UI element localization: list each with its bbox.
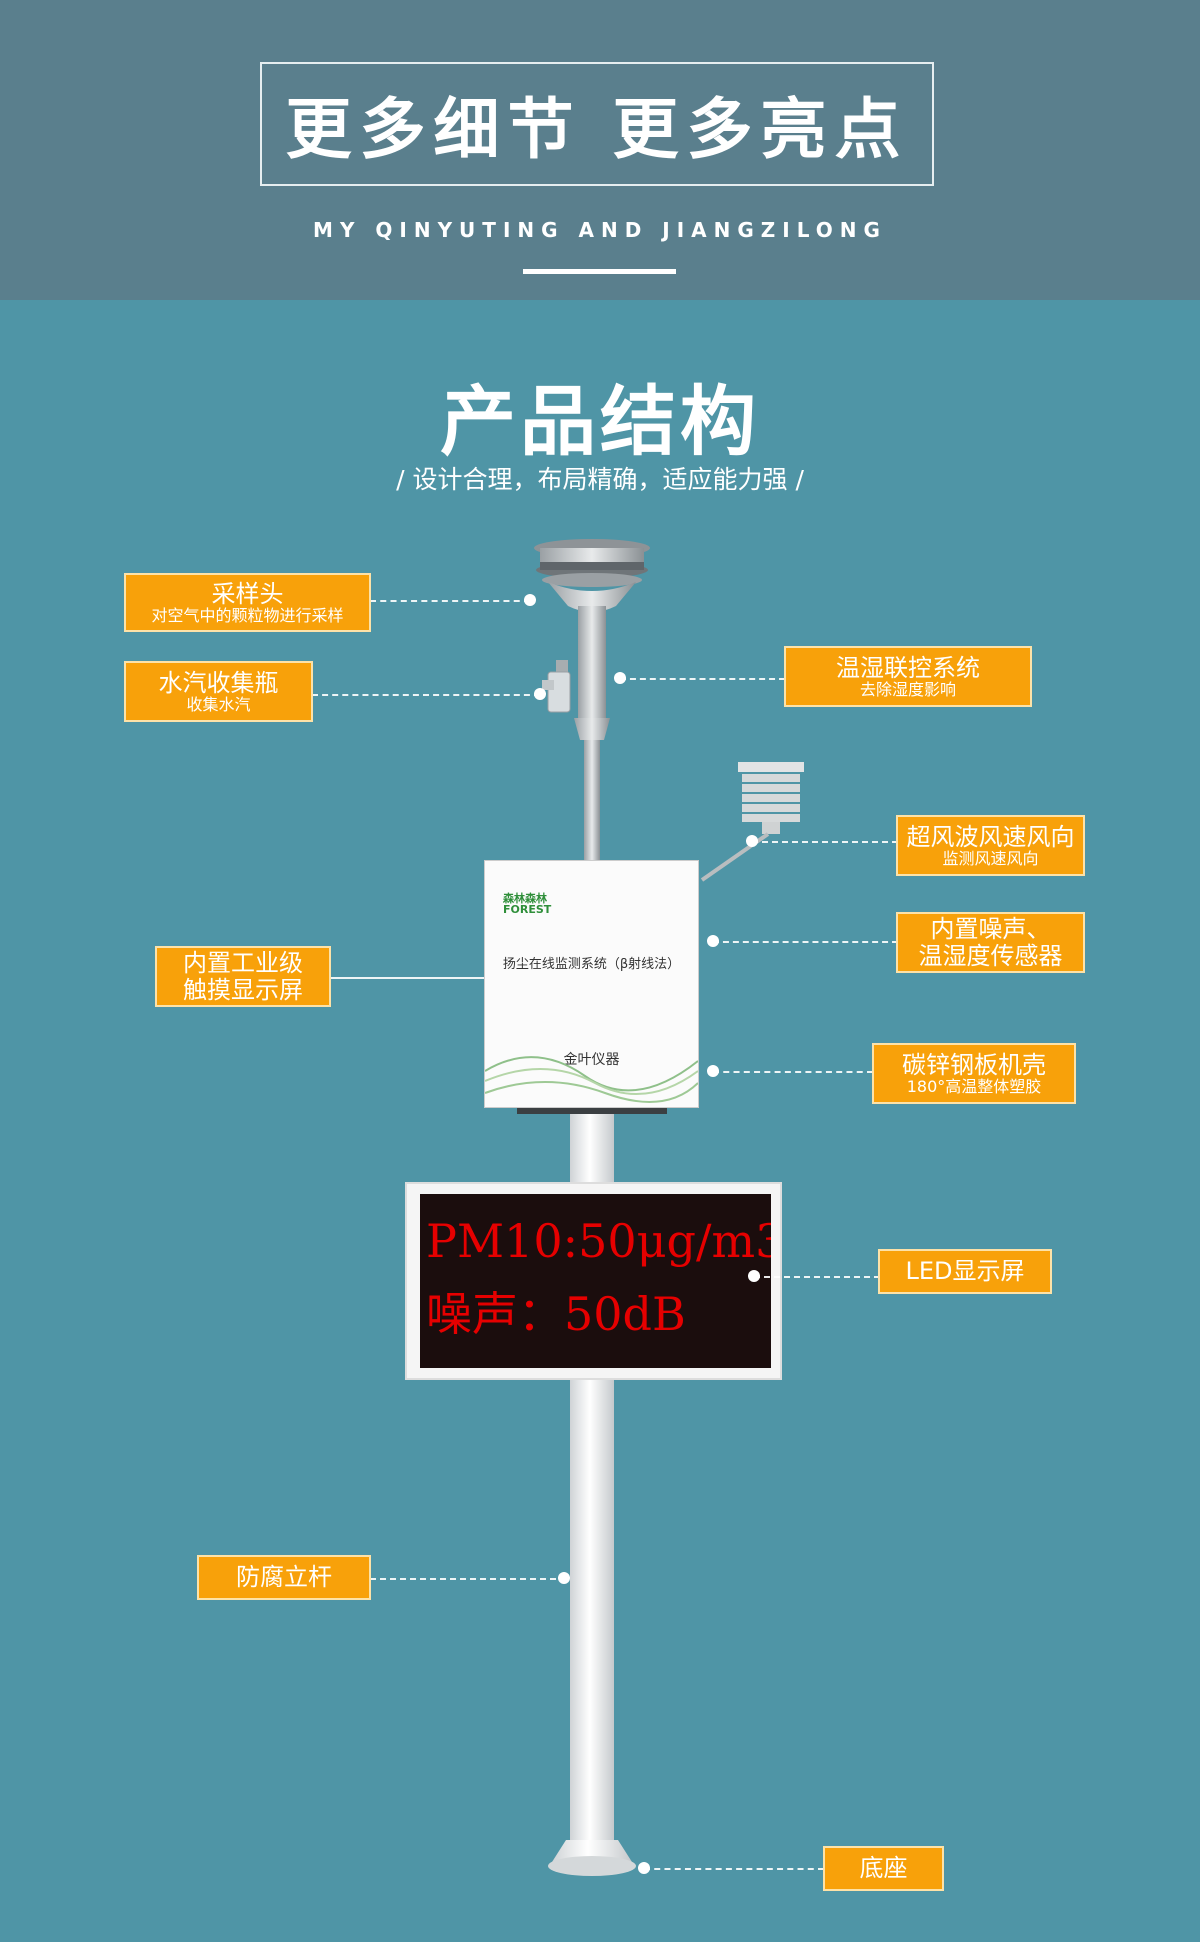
label-humidity-control: 温湿联控系统 去除湿度影响 — [784, 646, 1032, 707]
label-touch-screen-desc: 触摸显示屏 — [183, 975, 303, 1004]
leader-touch — [330, 977, 484, 979]
label-led-screen-title: LED显示屏 — [905, 1257, 1025, 1286]
dot-case — [707, 1065, 719, 1077]
leader-base — [644, 1868, 824, 1870]
label-ultrasonic-wind-desc: 监测风速风向 — [942, 848, 1039, 868]
label-water-bottle-title: 水汽收集瓶 — [158, 668, 279, 697]
label-ultrasonic-wind-title: 超风波风速风向 — [906, 822, 1075, 851]
label-water-bottle: 水汽收集瓶 收集水汽 — [124, 661, 313, 722]
led-panel: PM10:50μg/m3 噪声：50dB — [420, 1194, 771, 1368]
header-banner: 更多细节 更多亮点 MY QINYUTING AND JIANGZILONG — [0, 0, 1200, 300]
label-humidity-control-desc: 去除湿度影响 — [859, 679, 956, 699]
logo-cn: 森林森林 — [503, 892, 547, 905]
leader-noise — [713, 941, 898, 943]
dot-sampling — [524, 594, 536, 606]
label-noise-sensor-desc: 温湿度传感器 — [918, 941, 1063, 970]
sampling-pipe — [578, 606, 606, 718]
header-subtitle: MY QINYUTING AND JIANGZILONG — [313, 218, 887, 242]
label-noise-sensor-title: 内置噪声、 — [930, 915, 1051, 944]
label-noise-sensor: 内置噪声、 温湿度传感器 — [896, 912, 1085, 973]
dot-noise — [707, 935, 719, 947]
dot-water — [534, 688, 546, 700]
logo-en: FOREST — [503, 903, 552, 916]
label-base: 底座 — [823, 1846, 944, 1891]
label-water-bottle-desc: 收集水汽 — [186, 694, 251, 714]
label-base-title: 底座 — [859, 1854, 908, 1883]
dot-pole — [558, 1572, 570, 1584]
header-divider — [523, 269, 676, 274]
label-led-screen: LED显示屏 — [878, 1249, 1052, 1294]
label-sampling-head-desc: 对空气中的颗粒物进行采样 — [151, 605, 344, 625]
label-pole-title: 防腐立杆 — [236, 1563, 332, 1592]
label-touch-screen: 内置工业级 触摸显示屏 — [155, 946, 331, 1007]
wind-sensor — [700, 762, 804, 882]
leader-case — [713, 1071, 873, 1073]
led-line-1: PM10:50μg/m3 — [426, 1214, 771, 1268]
title-frame: 更多细节 更多亮点 — [260, 62, 934, 186]
label-pole: 防腐立杆 — [197, 1555, 371, 1600]
label-humidity-control-title: 温湿联控系统 — [836, 653, 980, 682]
leader-sampling — [370, 600, 530, 602]
control-box: 森林森林 FOREST 扬尘在线监测系统（β射线法） 金叶仪器 — [484, 860, 699, 1108]
label-sampling-head: 采样头 对空气中的颗粒物进行采样 — [124, 573, 371, 632]
sampling-head — [534, 539, 650, 612]
led-display: PM10:50μg/m3 噪声：50dB — [405, 1182, 782, 1380]
section-title: 产品结构 — [440, 377, 760, 466]
label-ultrasonic-wind: 超风波风速风向 监测风速风向 — [896, 815, 1085, 876]
section-subtitle: / 设计合理，布局精确，适应能力强 / — [396, 465, 804, 494]
leader-wind — [752, 841, 898, 843]
page-title: 更多细节 更多亮点 — [285, 91, 909, 168]
dot-humidity — [614, 672, 626, 684]
leader-humidity — [620, 678, 785, 680]
label-steel-case: 碳锌钢板机壳 180°高温整体塑胶 — [872, 1043, 1076, 1104]
leader-pole — [370, 1578, 566, 1580]
base — [548, 1840, 636, 1876]
dot-led — [748, 1270, 760, 1282]
label-touch-screen-title: 内置工业级 — [183, 949, 303, 978]
logo: 森林森林 FOREST — [503, 893, 551, 915]
dot-wind — [746, 835, 758, 847]
box-brand: 金叶仪器 — [563, 1052, 620, 1068]
label-steel-case-title: 碳锌钢板机壳 — [902, 1050, 1046, 1079]
water-bottle — [542, 660, 571, 713]
leader-water — [312, 694, 540, 696]
leader-led — [754, 1276, 880, 1278]
box-title: 扬尘在线监测系统（β射线法） — [502, 957, 681, 972]
label-sampling-head-title: 采样头 — [211, 579, 284, 608]
box-waves — [485, 1056, 698, 1103]
dot-base — [638, 1862, 650, 1874]
label-steel-case-desc: 180°高温整体塑胶 — [906, 1076, 1042, 1096]
led-line-2: 噪声：50dB — [426, 1287, 686, 1341]
